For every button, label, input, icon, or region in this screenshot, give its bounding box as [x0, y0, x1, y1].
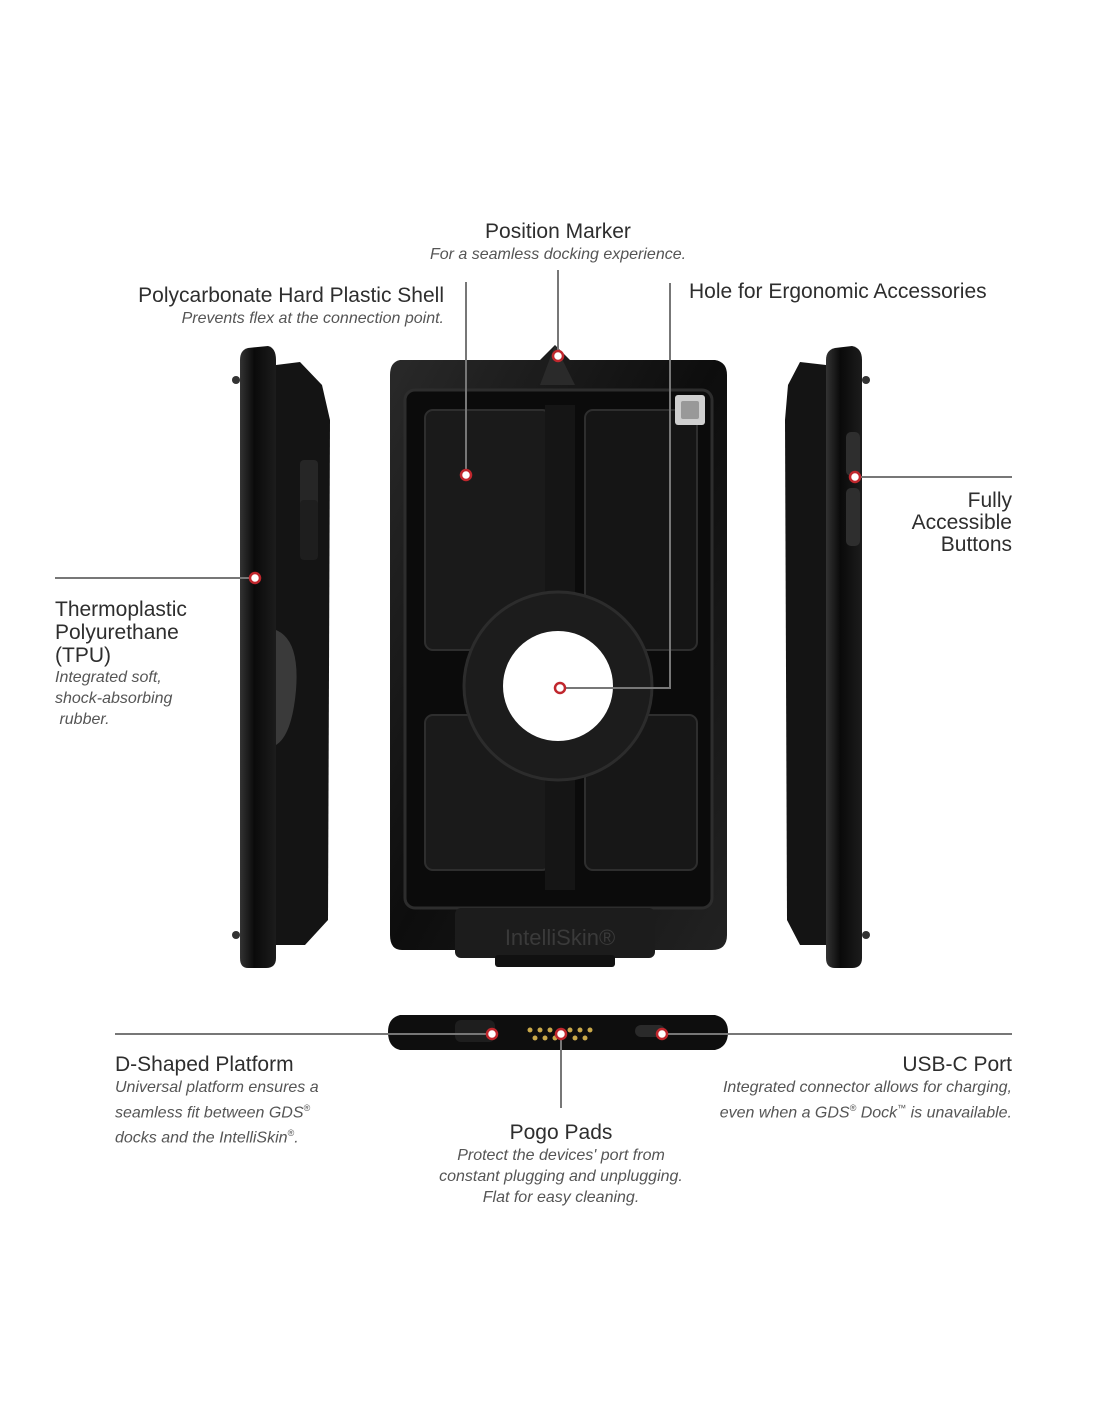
callout-position-marker: Position Marker For a seamless docking e…	[408, 220, 708, 265]
callout-desc-line: seamless fit between GDS®	[115, 1098, 319, 1123]
callout-hole: Hole for Ergonomic Accessories	[689, 280, 987, 304]
callout-title-line: (TPU)	[55, 644, 111, 667]
desc-text: Dock	[856, 1104, 898, 1122]
callout-desc-line: Integrated soft,	[55, 669, 162, 686]
marker-hole	[553, 681, 567, 695]
callout-buttons: Fully Accessible Buttons	[862, 490, 1012, 556]
callout-desc-line: Integrated connector allows for charging…	[722, 1079, 1012, 1096]
callout-title: Pogo Pads	[509, 1121, 613, 1144]
callout-title-line: Accessible	[911, 511, 1012, 534]
desc-text: is unavailable.	[906, 1104, 1012, 1122]
callout-desc-line: Protect the devices' port from	[457, 1147, 665, 1164]
desc-text: docks and the IntelliSkin	[115, 1129, 288, 1147]
trademark-mark: ™	[897, 1103, 907, 1113]
callout-title-line: Buttons	[940, 533, 1012, 556]
callout-desc: For a seamless docking experience.	[429, 246, 687, 263]
callout-desc-line: shock-absorbing	[55, 690, 173, 707]
callout-desc-line: constant plugging and unplugging.	[439, 1168, 683, 1185]
desc-text: seamless fit between GDS	[115, 1104, 304, 1122]
callout-desc-line: even when a GDS® Dock™ is unavailable.	[640, 1098, 1012, 1123]
desc-text: even when a GDS	[719, 1104, 850, 1122]
callout-desc-line: Universal platform ensures a	[115, 1079, 319, 1096]
marker-position	[551, 349, 565, 363]
callout-d-shaped: D-Shaped Platform Universal platform ens…	[115, 1053, 319, 1149]
marker-pogo	[554, 1027, 568, 1041]
marker-buttons	[848, 470, 862, 484]
callout-title-line: Thermoplastic	[55, 598, 187, 621]
marker-tpu	[248, 571, 262, 585]
callout-title: Hole for Ergonomic Accessories	[689, 280, 987, 303]
callout-tpu: Thermoplastic Polyurethane (TPU) Integra…	[55, 598, 187, 730]
marker-usbc	[655, 1027, 669, 1041]
registered-mark: ®	[849, 1103, 857, 1113]
leader-lines	[55, 270, 1012, 1108]
callout-desc: Prevents flex at the connection point.	[181, 310, 444, 327]
callout-desc-line: docks and the IntelliSkin®.	[115, 1128, 299, 1147]
registered-mark: ®	[303, 1103, 311, 1113]
brand-mark: IntelliSkin®	[505, 925, 615, 950]
case-right-side-view	[785, 346, 870, 968]
callout-markers	[248, 349, 862, 1041]
callout-pogo: Pogo Pads Protect the devices' port from…	[400, 1121, 722, 1208]
callout-usbc: USB-C Port Integrated connector allows f…	[640, 1053, 1012, 1123]
callout-polycarbonate: Polycarbonate Hard Plastic Shell Prevent…	[60, 284, 444, 329]
callout-title: USB-C Port	[902, 1053, 1012, 1076]
callout-title: D-Shaped Platform	[115, 1053, 294, 1076]
marker-dshaped	[485, 1027, 499, 1041]
callout-desc-line: rubber.	[55, 711, 110, 728]
registered-mark: ®	[287, 1128, 295, 1139]
callout-title-line: Polyurethane	[55, 621, 179, 644]
callout-desc-line: Flat for easy cleaning.	[482, 1189, 640, 1206]
callout-title: Position Marker	[485, 220, 631, 243]
callout-title: Polycarbonate Hard Plastic Shell	[138, 284, 444, 307]
case-left-side-view	[232, 346, 330, 968]
marker-polycarbonate	[459, 468, 473, 482]
case-front-view: IntelliSkin®	[390, 345, 727, 967]
callout-title-line: Fully	[967, 489, 1012, 512]
